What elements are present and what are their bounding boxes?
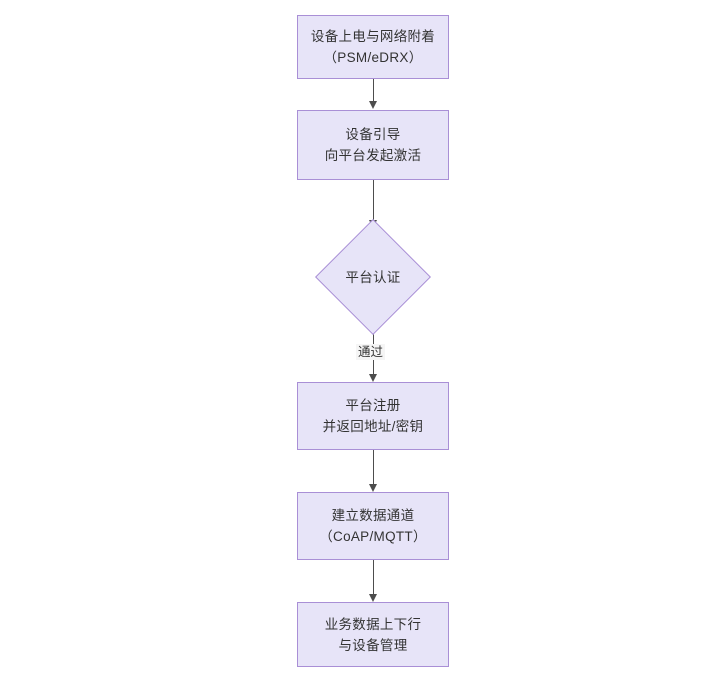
flow-node-line-1: 平台认证 (345, 269, 401, 285)
flow-edge-4 (369, 450, 377, 492)
flow-node-line-1: 设备引导 (345, 127, 401, 142)
edge-arrowhead-icon (369, 594, 377, 602)
edge-line (373, 79, 374, 102)
flow-node-platform-auth-decision[interactable]: 平台认证 (315, 219, 431, 335)
edge-arrowhead-icon (369, 101, 377, 109)
flow-node-line-2: 与设备管理 (338, 637, 408, 653)
flow-node-line-1: 业务数据上下行 (324, 616, 422, 632)
flow-node-line-2: （CoAP/MQTT） (319, 529, 427, 544)
flow-edge-1 (369, 79, 377, 109)
flow-node-line-1: 建立数据通道 (331, 508, 415, 523)
flow-node-line-1: 设备上电与网络附着 (310, 29, 436, 44)
flow-node-line-2: 向平台发起激活 (324, 148, 422, 163)
edge-arrowhead-icon (369, 484, 377, 492)
flow-node-business-data[interactable]: 业务数据上下行 与设备管理 (297, 602, 449, 667)
edge-line (373, 560, 374, 595)
flow-node-platform-register[interactable]: 平台注册 并返回地址/密钥 (297, 382, 449, 450)
flow-node-line-2: 并返回地址/密钥 (322, 419, 424, 434)
flow-node-data-channel[interactable]: 建立数据通道 （CoAP/MQTT） (297, 492, 449, 560)
flow-edge-label-pass: 通过 (356, 344, 386, 360)
flow-node-device-bootstrap[interactable]: 设备引导 向平台发起激活 (297, 110, 449, 180)
flow-node-line-2: （PSM/eDRX） (323, 50, 423, 65)
edge-line (373, 180, 374, 221)
flow-node-device-power-on[interactable]: 设备上电与网络附着 （PSM/eDRX） (297, 15, 449, 79)
edge-arrowhead-icon (369, 374, 377, 382)
edge-line (373, 450, 374, 485)
flow-edge-5 (369, 560, 377, 602)
flow-node-line-1: 平台注册 (345, 398, 401, 413)
